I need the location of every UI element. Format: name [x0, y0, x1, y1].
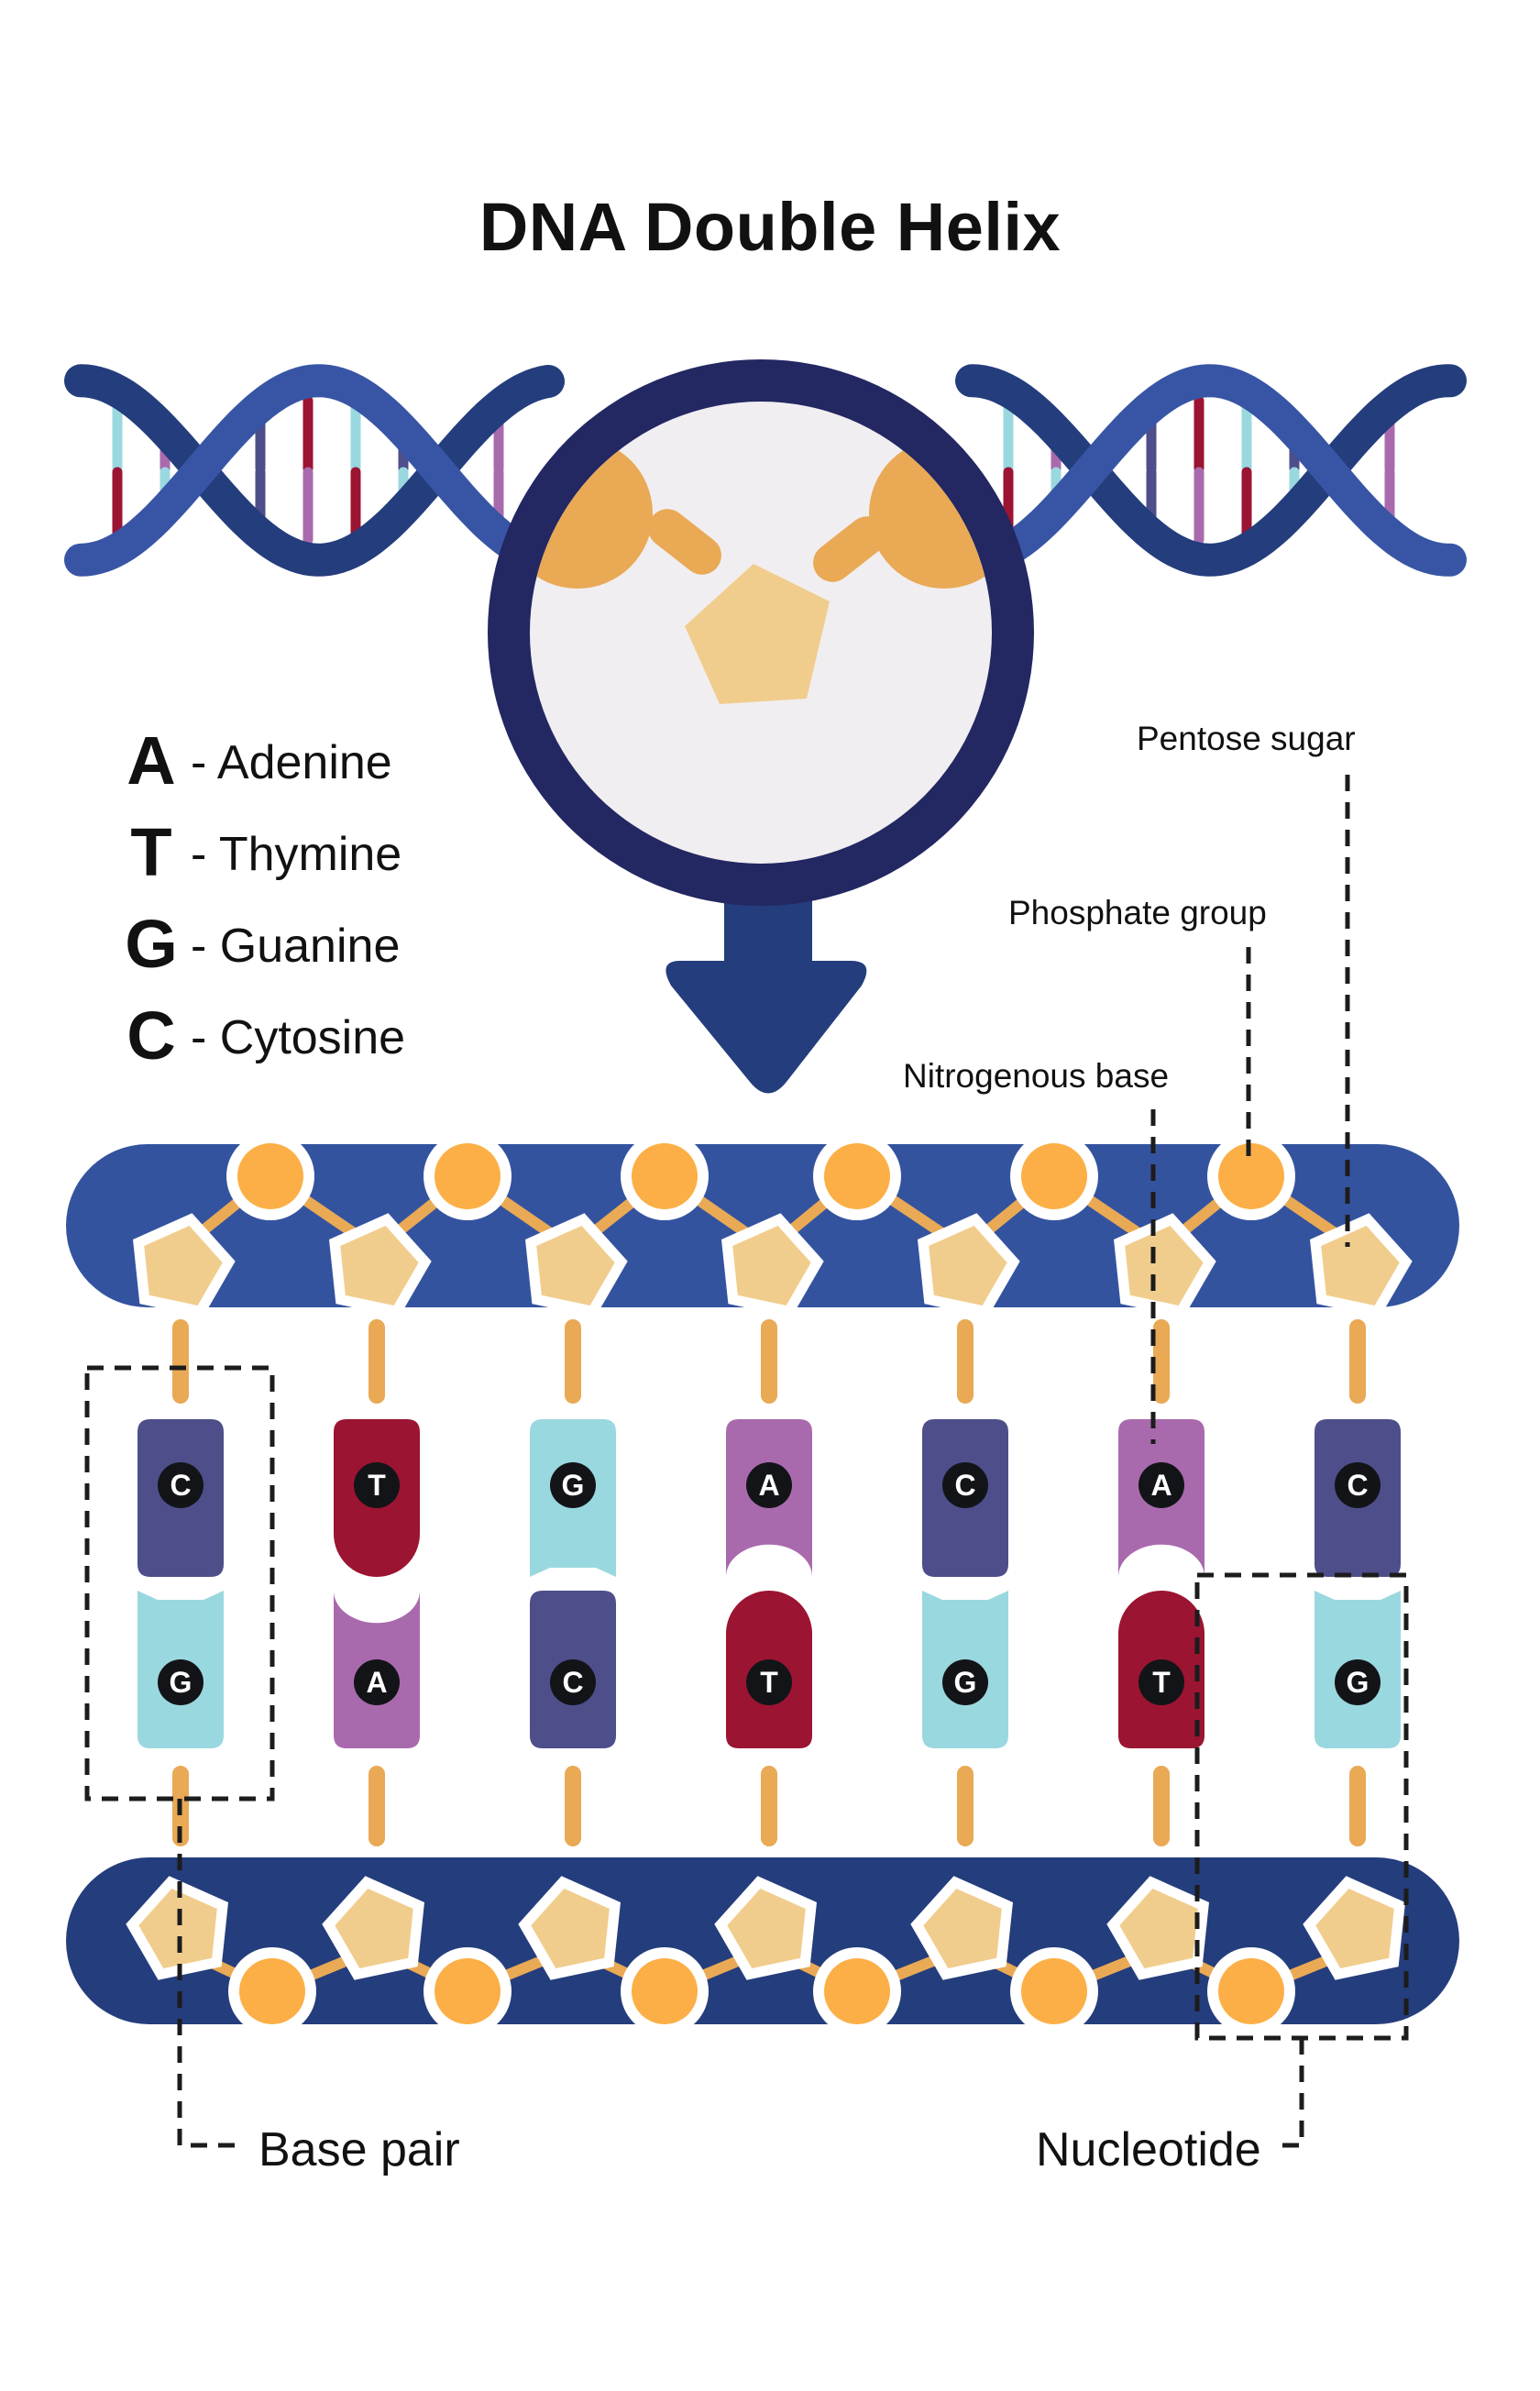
legend-letter: A	[126, 722, 176, 799]
phosphate-group	[824, 1958, 890, 2024]
base-letter-badge	[746, 1462, 792, 1508]
base-letter-badge	[550, 1462, 596, 1508]
pentose-sugar	[1321, 1226, 1400, 1306]
base-letter: G	[170, 1666, 192, 1699]
base-letter-badge	[354, 1659, 400, 1705]
base-letter: T	[760, 1666, 778, 1699]
base-letter: T	[1152, 1666, 1171, 1699]
dna-ladder: C G T A G C A T C G A T C G	[66, 1132, 1459, 2035]
phosphate-group	[1218, 1143, 1284, 1209]
label-nucleotide: Nucleotide	[1036, 2123, 1261, 2176]
magnifier	[488, 359, 1034, 1094]
phosphate-group	[632, 1958, 698, 2024]
pentose-sugar	[923, 1889, 1002, 1968]
page-title: DNA Double Helix	[478, 189, 1062, 265]
callout-lines	[84, 775, 1409, 2148]
base-letter-badge	[354, 1462, 400, 1508]
base-letter-badge	[942, 1462, 988, 1508]
pentose-sugar	[1125, 1226, 1204, 1306]
label-phosphate-group: Phosphate group	[1008, 894, 1267, 931]
nucleotide-leader	[1279, 2038, 1304, 2148]
pentose-sugar	[531, 1889, 610, 1968]
helix-strand-back	[955, 364, 1467, 577]
pentose-sugar	[732, 1226, 811, 1306]
base-letter-badge	[1138, 1659, 1184, 1705]
legend-letter: C	[126, 997, 176, 1074]
base-letter-badge	[1138, 1462, 1184, 1508]
base-letter-badge	[942, 1659, 988, 1705]
helix-strand-back	[64, 364, 565, 577]
legend-name: - Thymine	[191, 828, 402, 881]
base-letter-badge	[158, 1659, 204, 1705]
base-letter: C	[954, 1469, 975, 1502]
pentose-sugar	[1119, 1889, 1198, 1968]
pentose-sugar	[1315, 1889, 1394, 1968]
helix-right	[955, 364, 1467, 577]
base-letter: A	[366, 1666, 387, 1699]
base-pair-box	[84, 1365, 275, 1802]
zoom-bond-right	[813, 516, 886, 582]
legend-name: - Adenine	[191, 736, 392, 789]
helix-strand-front	[955, 364, 1467, 577]
pentose-sugar	[929, 1226, 1007, 1306]
phosphate-group	[237, 1143, 303, 1209]
base-letter: C	[1347, 1469, 1368, 1502]
pentose-sugar	[340, 1226, 419, 1306]
legend-name: - Guanine	[191, 920, 401, 973]
legend-letter: T	[130, 814, 172, 890]
base-letter: G	[954, 1666, 977, 1699]
base-letter-badge	[550, 1659, 596, 1705]
helix-illustration	[64, 364, 1467, 577]
label-base-pair: Base pair	[258, 2123, 460, 2176]
phosphate-group	[239, 1958, 305, 2024]
base-letter: C	[170, 1469, 191, 1502]
pentose-sugar	[138, 1889, 217, 1968]
base-letter: A	[1150, 1469, 1172, 1502]
helix-left	[64, 364, 565, 577]
base-letter-badge	[1335, 1462, 1380, 1508]
phosphate-group	[434, 1958, 500, 2024]
base-letter: G	[562, 1469, 585, 1502]
base-letter: G	[1347, 1666, 1370, 1699]
base-letter: C	[562, 1666, 583, 1699]
base-letter: A	[758, 1469, 779, 1502]
base-letter: T	[368, 1469, 386, 1502]
phosphate-group	[1218, 1958, 1284, 2024]
pentose-sugar	[144, 1226, 223, 1306]
phosphate-group	[824, 1143, 890, 1209]
down-arrow-icon	[666, 961, 867, 1094]
pentose-sugar	[335, 1889, 413, 1968]
phosphate-group	[1021, 1958, 1087, 2024]
label-nitrogenous-base: Nitrogenous base	[903, 1057, 1170, 1095]
legend-letter: G	[125, 906, 178, 982]
legend-name: - Cytosine	[191, 1011, 406, 1064]
pentose-sugar	[536, 1226, 615, 1306]
phosphate-group	[434, 1143, 500, 1209]
phosphate-group	[1021, 1143, 1087, 1209]
phosphate-group	[632, 1143, 698, 1209]
helix-strand-front	[64, 364, 565, 577]
label-pentose-sugar: Pentose sugar	[1137, 720, 1356, 757]
base-letter-badge	[158, 1462, 204, 1508]
base-letter-badge	[746, 1659, 792, 1705]
base-pair-leader	[177, 1799, 240, 2148]
base-letter-badge	[1335, 1659, 1380, 1705]
zoom-pentose-sugar	[685, 564, 830, 704]
zoom-bond-left	[648, 509, 721, 575]
pentose-sugar	[727, 1889, 806, 1968]
